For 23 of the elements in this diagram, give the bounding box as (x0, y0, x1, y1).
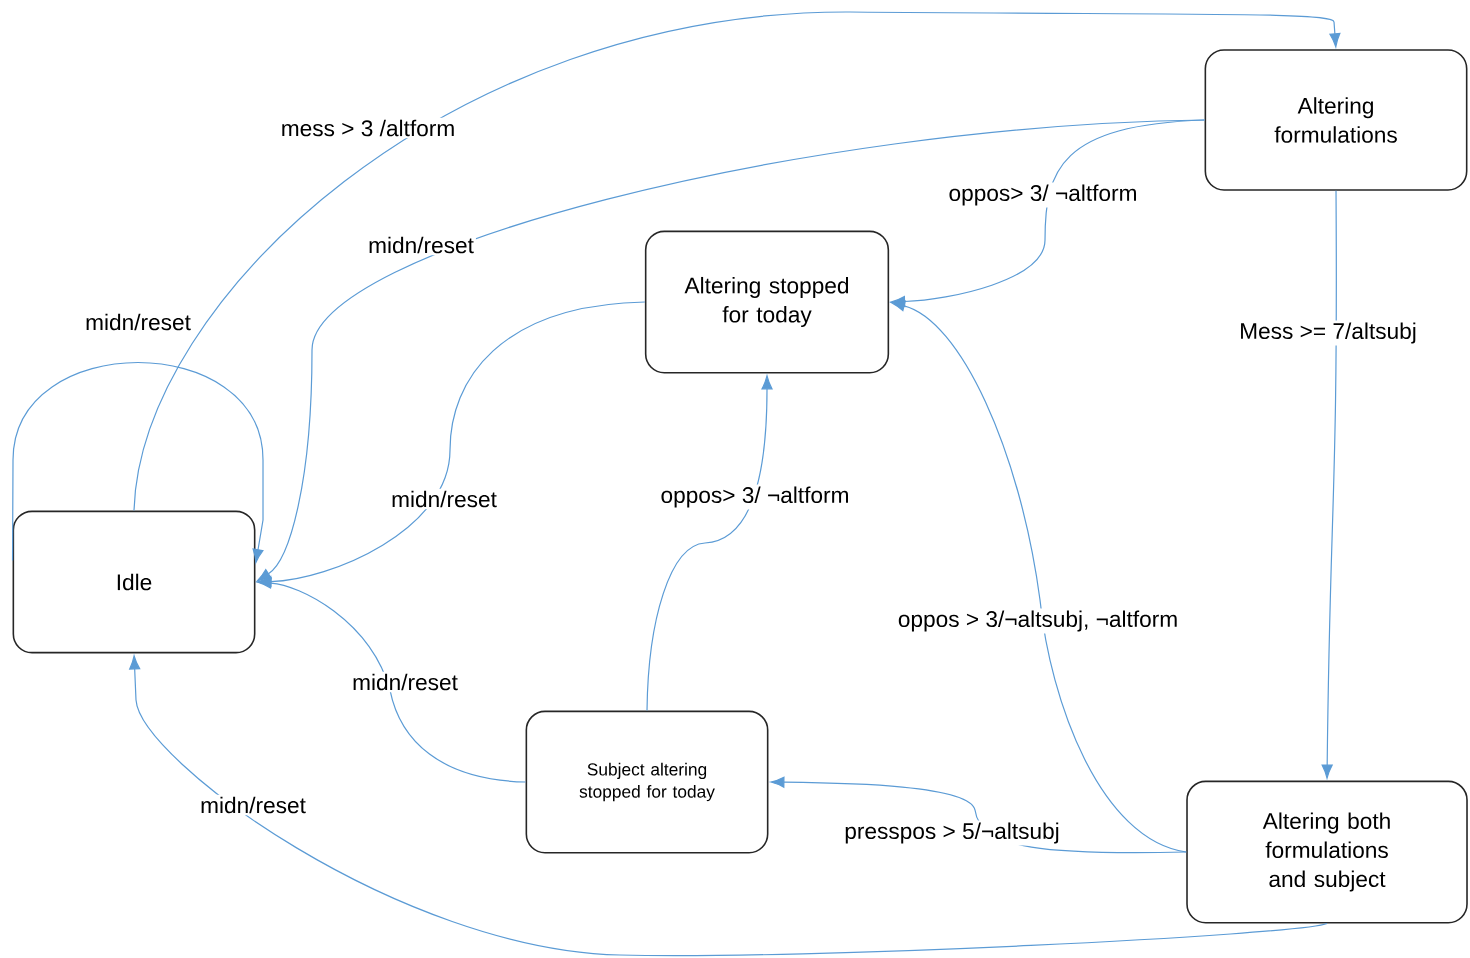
edge-label: midn/reset (198, 794, 308, 816)
edge-label: oppos > 3/¬altsubj, ¬altform (895, 608, 1181, 634)
edge-label: presspos > 5/¬altsubj (842, 820, 1062, 846)
state-box: Altering stopped for today (644, 230, 890, 374)
edge-label: oppos> 3/ ¬altform (946, 182, 1140, 208)
arrow (1321, 190, 1337, 779)
state-box: Subject altering stopped for today (525, 710, 769, 854)
arrow (133, 11, 1341, 512)
edge-label: midn/reset (366, 234, 476, 256)
arrow (11, 361, 264, 564)
edge-label: oppos> 3/ ¬altform (658, 484, 852, 510)
edge-label: Mess >= 7/altsubj (1237, 320, 1419, 346)
arrow (770, 776, 1187, 854)
arrow (129, 655, 1328, 957)
state-box: Altering formulations (1204, 49, 1468, 191)
edge-label: midn/reset (389, 488, 499, 510)
edge-label: midn/reset (350, 671, 460, 693)
arrow (646, 375, 773, 712)
edge-label: midn/reset (83, 311, 193, 333)
state-box: Idle (12, 510, 256, 654)
state-box: Altering both formulations and subject (1186, 780, 1468, 924)
arrow (257, 577, 527, 783)
edge-label: mess > 3 /altform (278, 117, 458, 139)
